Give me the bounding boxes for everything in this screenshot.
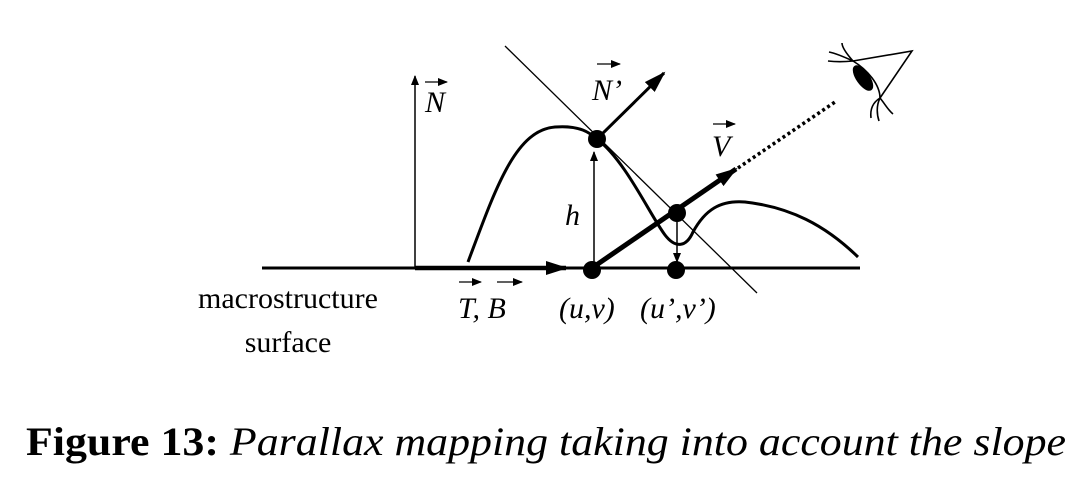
perturbed-normal-arrow	[595, 71, 666, 141]
height-label: h	[565, 199, 580, 232]
height-field-curve	[466, 125, 860, 263]
tangent-bitangent-label: T, B	[458, 292, 506, 325]
view-arrow	[590, 166, 738, 271]
point-uv-prime	[667, 261, 685, 279]
surface-label-line1: macrostructure	[198, 282, 378, 315]
view-ray-dotted	[737, 100, 836, 170]
point-surface-top	[588, 130, 606, 148]
point-uv	[583, 261, 601, 279]
normal-label: N	[424, 86, 447, 119]
view-label: V	[712, 130, 734, 163]
eye-icon	[827, 42, 914, 122]
uv-prime-label: (u’,v’)	[640, 292, 716, 325]
point-intersection	[668, 204, 686, 222]
caption-prefix: Figure 13:	[26, 419, 219, 464]
tangent-plane-line	[504, 45, 758, 294]
caption-text: Parallax mapping taking into account the…	[229, 419, 1066, 464]
perturbed-normal-label: N’	[591, 74, 622, 107]
figure-caption: Figure 13: Parallax mapping taking into …	[26, 419, 1066, 464]
surface-label-line2: surface	[245, 326, 332, 359]
uv-label: (u,v)	[559, 292, 615, 325]
